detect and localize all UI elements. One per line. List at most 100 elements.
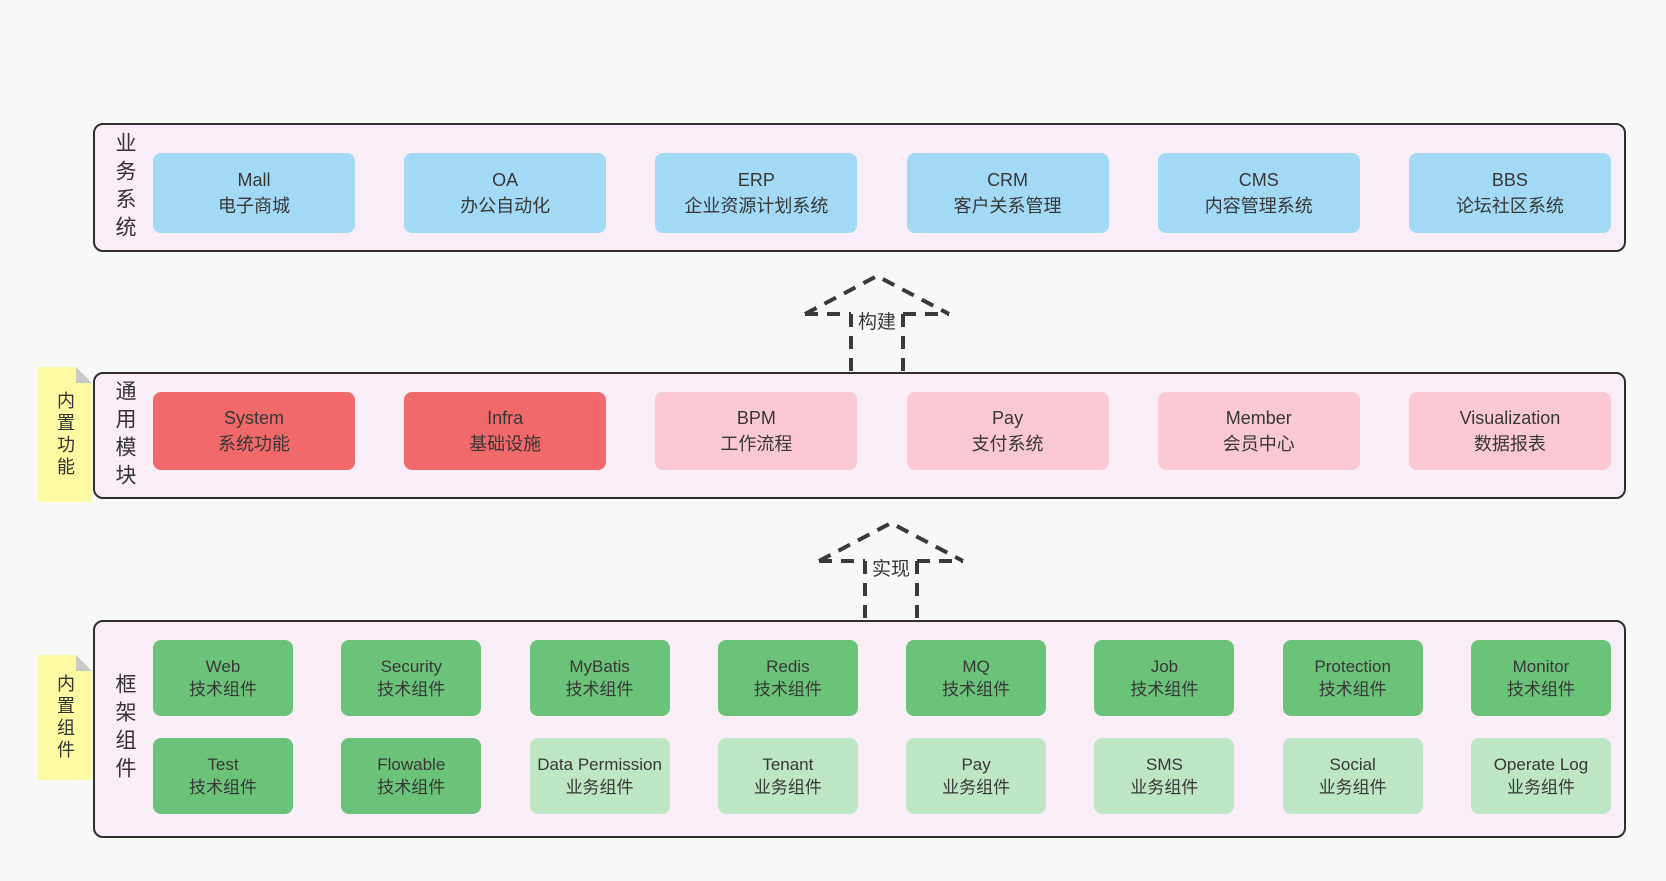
module-box-mq: MQ 技术组件 xyxy=(906,640,1047,716)
module-name: BPM xyxy=(736,408,776,428)
sticky-note-label: 内置功能 xyxy=(55,390,75,479)
module-name: BBS xyxy=(1491,170,1528,190)
module-name: Infra xyxy=(487,408,524,428)
module-subtitle: 技术组件 xyxy=(189,680,257,699)
module-name: SMS xyxy=(1145,755,1183,774)
module-subtitle: 客户关系管理 xyxy=(953,196,1062,216)
module-subtitle: 数据报表 xyxy=(1473,434,1546,454)
module-subtitle: 系统功能 xyxy=(218,434,290,454)
module-name: MyBatis xyxy=(569,657,630,676)
arrow-label: 构建 xyxy=(853,306,901,335)
dashed-up-arrow xyxy=(818,520,964,618)
module-box-crm: CRM 客户关系管理 xyxy=(906,153,1109,233)
module-name: Pay xyxy=(961,755,991,774)
module-subtitle: 技术组件 xyxy=(189,778,257,797)
module-box-row: System 系统功能 Infra 基础设施 BPM 工作流程 Pay 支付系统 Member 会… xyxy=(153,392,1611,470)
module-box-pay: Pay 业务组件 xyxy=(906,738,1047,814)
module-box-sms: SMS 业务组件 xyxy=(1094,738,1235,814)
module-subtitle: 业务组件 xyxy=(753,778,822,797)
module-subtitle: 业务组件 xyxy=(942,778,1011,797)
module-box-operate-log: Operate Log 业务组件 xyxy=(1470,738,1611,814)
module-name: MQ xyxy=(962,657,990,676)
folded-corner-icon xyxy=(76,367,92,383)
module-subtitle: 会员中心 xyxy=(1222,434,1295,454)
module-subtitle: 办公自动化 xyxy=(460,196,551,216)
arrow-label: 实现 xyxy=(867,553,915,582)
module-box-monitor: Monitor 技术组件 xyxy=(1470,640,1611,716)
module-name: Protection xyxy=(1314,657,1391,676)
module-name: Job xyxy=(1150,657,1179,676)
module-subtitle: 电子商城 xyxy=(218,196,290,216)
module-name: System xyxy=(223,408,284,428)
module-subtitle: 内容管理系统 xyxy=(1204,196,1313,216)
module-box-oa: OA 办公自动化 xyxy=(404,153,607,233)
module-box-social: Social 业务组件 xyxy=(1282,738,1423,814)
module-box-security: Security 技术组件 xyxy=(341,640,482,716)
module-name: Flowable xyxy=(377,755,446,774)
module-subtitle: 技术组件 xyxy=(1130,680,1199,699)
module-name: Social xyxy=(1329,755,1376,774)
module-subtitle: 技术组件 xyxy=(1506,680,1575,699)
band-common-modules: 通用模块 System 系统功能 Infra 基础设施 BPM 工作流程 Pay 支付系统 Me… xyxy=(93,372,1626,499)
module-subtitle: 基础设施 xyxy=(469,434,542,454)
module-subtitle: 技术组件 xyxy=(753,680,822,699)
module-subtitle: 论坛社区系统 xyxy=(1455,196,1564,216)
module-name: CRM xyxy=(987,170,1029,190)
module-box-infra: Infra 基础设施 xyxy=(404,392,607,470)
module-subtitle: 技术组件 xyxy=(1318,680,1387,699)
folded-corner-icon xyxy=(76,655,92,671)
module-name: Data Permission xyxy=(537,755,662,774)
module-name: Security xyxy=(380,657,442,676)
module-box-bbs: BBS 论坛社区系统 xyxy=(1408,153,1611,233)
sticky-note-label: 内置组件 xyxy=(55,673,75,762)
module-subtitle: 技术组件 xyxy=(377,680,446,699)
module-name: CMS xyxy=(1238,170,1279,190)
module-box-visualization: Visualization 数据报表 xyxy=(1408,392,1611,470)
module-subtitle: 业务组件 xyxy=(1130,778,1199,797)
dashed-up-arrow xyxy=(804,273,950,371)
module-box-test: Test 技术组件 xyxy=(153,738,293,814)
module-box-flowable: Flowable 技术组件 xyxy=(341,738,482,814)
module-subtitle: 业务组件 xyxy=(1318,778,1387,797)
band-title: 业务系统 xyxy=(113,131,136,244)
module-box-data-permission: Data Permission 业务组件 xyxy=(529,738,670,814)
module-name: OA xyxy=(492,170,519,190)
module-subtitle: 技术组件 xyxy=(942,680,1011,699)
band-title: 通用模块 xyxy=(113,379,136,492)
module-subtitle: 业务组件 xyxy=(565,778,634,797)
module-box-bpm: BPM 工作流程 xyxy=(655,392,858,470)
module-name: Pay xyxy=(992,408,1024,428)
module-subtitle: 支付系统 xyxy=(971,434,1044,454)
arrow-stem xyxy=(863,561,919,618)
module-name: Member xyxy=(1225,408,1292,428)
module-name: Visualization xyxy=(1459,408,1561,428)
module-subtitle: 技术组件 xyxy=(377,778,446,797)
module-box-protection: Protection 技术组件 xyxy=(1282,640,1423,716)
module-subtitle: 业务组件 xyxy=(1506,778,1575,797)
module-subtitle: 工作流程 xyxy=(720,434,793,454)
module-box-system: System 系统功能 xyxy=(153,392,355,470)
module-name: Test xyxy=(207,755,239,774)
module-name: Tenant xyxy=(762,755,814,774)
arrow-head xyxy=(818,520,964,563)
arrow-stem xyxy=(849,314,905,371)
module-name: Monitor xyxy=(1512,657,1570,676)
module-box-member: Member 会员中心 xyxy=(1157,392,1360,470)
module-name: Operate Log xyxy=(1493,755,1589,774)
module-box-tenant: Tenant 业务组件 xyxy=(717,738,858,814)
module-box-cms: CMS 内容管理系统 xyxy=(1157,153,1360,233)
sticky-note-built-in-features: 内置功能 xyxy=(38,367,92,502)
band-title: 框架组件 xyxy=(113,673,136,785)
module-subtitle: 企业资源计划系统 xyxy=(684,196,829,216)
